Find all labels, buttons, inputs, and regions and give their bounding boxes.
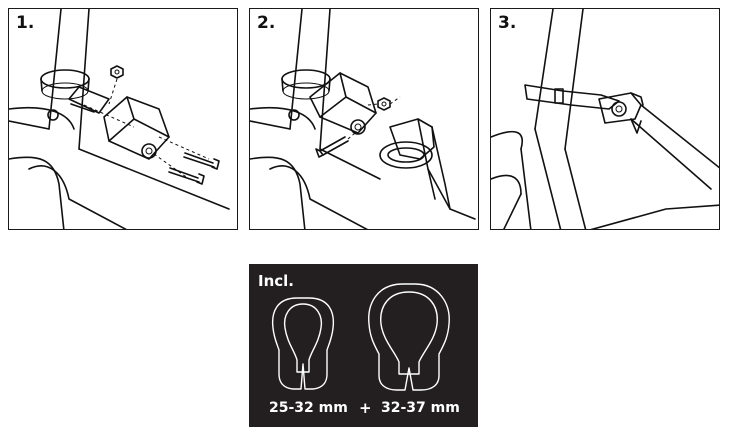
- screw-upper: [183, 152, 215, 168]
- step-3-number: 3.: [498, 13, 517, 33]
- step-2-panel: 2.: [249, 8, 479, 230]
- rubber-adapter: [389, 118, 435, 160]
- size-label-small: 25-32 mm: [269, 400, 348, 416]
- included-adapters-box: Incl. 25-32 mm + 32-37 mm: [249, 264, 478, 427]
- mount-bracket: [68, 86, 110, 114]
- seat-post: [48, 9, 90, 150]
- adapter-large-icon: [368, 283, 450, 391]
- step-1-illustration: [9, 9, 230, 229]
- seat-post: [289, 9, 331, 150]
- size-label-large: 32-37 mm: [381, 400, 460, 416]
- frame-tube: [630, 104, 719, 190]
- clamp-bolt: [350, 119, 366, 135]
- plus-sign: +: [359, 399, 372, 417]
- adapter-small-icon: [271, 297, 335, 390]
- step-2-number: 2.: [257, 13, 276, 33]
- step-2-illustration: [250, 9, 476, 229]
- step-3-illustration: [491, 9, 719, 229]
- included-title: Incl.: [258, 272, 294, 290]
- screw-lower: [168, 167, 200, 183]
- frame-tube: [9, 106, 75, 229]
- nut: [110, 65, 124, 79]
- step-1-number: 1.: [16, 13, 35, 33]
- rail-clamp: [598, 92, 642, 124]
- step-3-panel: 3.: [490, 8, 720, 230]
- step-1-panel: 1.: [8, 8, 238, 230]
- clamp-bolt: [141, 143, 157, 159]
- screw: [319, 136, 349, 156]
- included-adapters-illustration: [271, 283, 450, 391]
- nut: [377, 97, 391, 111]
- seat-post: [534, 9, 584, 150]
- clamp-body: [103, 96, 170, 160]
